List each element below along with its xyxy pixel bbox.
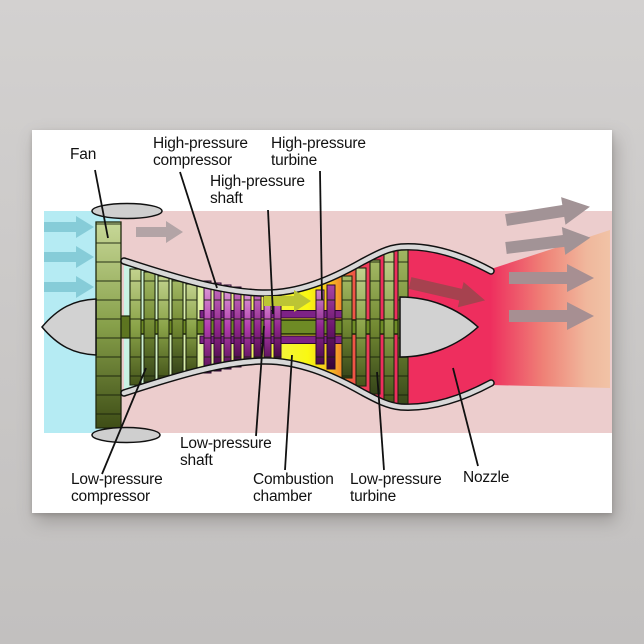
exhaust-arrow <box>509 302 594 330</box>
label-low-pressure-shaft: Low-pressure shaft <box>180 435 272 469</box>
bypass-flow-arrow <box>136 221 183 243</box>
nose-cone <box>41 298 97 356</box>
label-nozzle: Nozzle <box>463 469 510 486</box>
pointer-line-high-pressure-compressor <box>179 171 218 289</box>
pointer-line-low-pressure-turbine <box>376 371 385 471</box>
label-combustion-chamber: Combustion chamber <box>253 471 334 505</box>
engine-casing <box>120 243 495 411</box>
intake-arrow <box>44 276 94 298</box>
exhaust-arrows <box>505 197 594 330</box>
pointer-line-high-pressure-shaft <box>267 209 274 315</box>
nacelle-lip-top <box>91 202 163 220</box>
intake-air-arrows <box>44 216 94 298</box>
exhaust-arrow <box>509 264 594 292</box>
label-pointer-lines <box>94 169 479 475</box>
pointer-line-high-pressure-turbine <box>319 170 323 301</box>
label-low-pressure-turbine: Low-pressure turbine <box>350 471 442 505</box>
label-fan: Fan <box>70 146 96 163</box>
label-high-pressure-compressor: High-pressure compressor <box>153 135 248 169</box>
label-low-pressure-compressor: Low-pressure compressor <box>71 471 163 505</box>
intake-arrow <box>44 216 94 238</box>
nacelle-lip-bottom <box>91 426 161 444</box>
pointer-line-fan <box>94 169 109 239</box>
pointer-line-low-pressure-shaft <box>255 325 265 437</box>
exhaust-arrow <box>505 197 590 226</box>
core-exhaust-arrow <box>408 277 486 308</box>
combustor-flow-arrow <box>264 290 311 312</box>
exhaust-arrow <box>505 227 591 255</box>
pointer-line-combustion-chamber <box>284 354 293 471</box>
label-high-pressure-turbine: High-pressure turbine <box>271 135 366 169</box>
exhaust-plume <box>491 230 610 388</box>
label-fan-text: Fan <box>70 146 97 163</box>
intake-arrow <box>44 246 94 268</box>
jet-engine-diagram-poster: Fan High-pressure compressor High-pressu… <box>32 130 612 513</box>
pointer-line-low-pressure-compressor <box>101 367 147 475</box>
pointer-line-nozzle <box>452 367 479 467</box>
tail-cone <box>399 296 480 358</box>
label-high-pressure-shaft: High-pressure shaft <box>210 173 305 207</box>
engine-diagram-graphic <box>41 169 612 475</box>
